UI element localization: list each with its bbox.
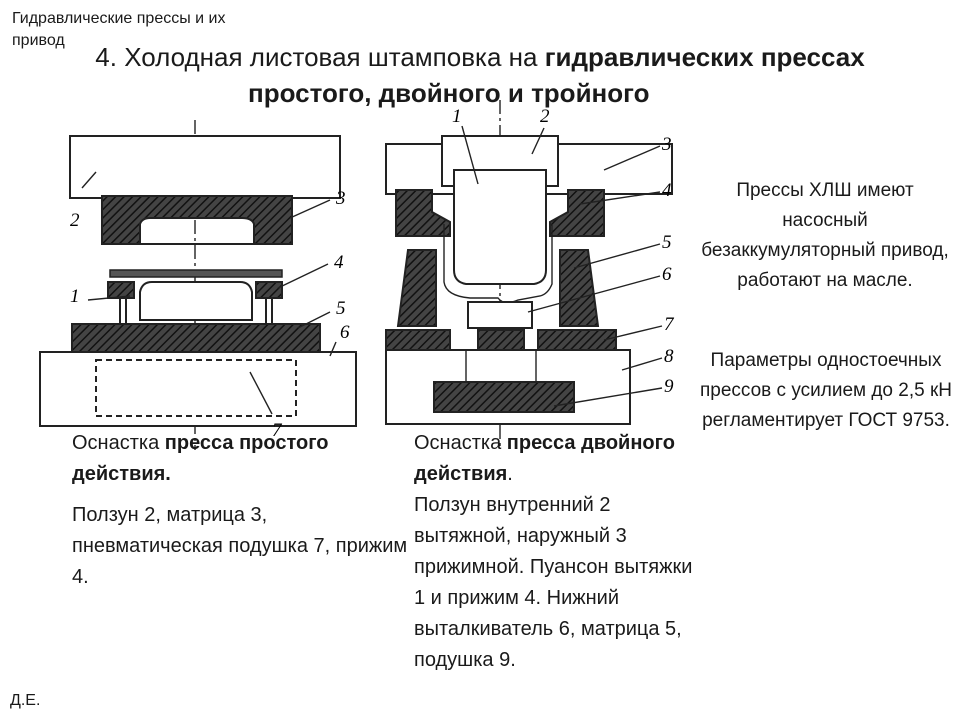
figure-double-action-press: 1 2 3 4 5 6 7 8 9 [385, 100, 675, 450]
label-2: 2 [540, 106, 550, 127]
label-8: 8 [664, 346, 674, 367]
leader-4 [277, 263, 329, 289]
label-9: 9 [664, 376, 674, 397]
label-3: 3 [661, 134, 672, 155]
slide-title-line1: 4. Холодная листовая штамповка на гидрав… [0, 42, 960, 73]
leader-5 [297, 311, 331, 329]
leader-1 [87, 295, 131, 301]
label-6: 6 [662, 264, 672, 285]
title-plain: 4. Холодная листовая штамповка на [95, 42, 545, 72]
caption-single-heading: Оснастка пресса простого действия. [72, 428, 412, 490]
figure-single-action-press: 1 2 3 4 5 6 7 [39, 120, 357, 450]
leader-3 [289, 199, 331, 219]
label-3: 3 [335, 188, 346, 209]
label-7: 7 [272, 420, 283, 441]
caption-single-body: Ползун 2, матрица 3, пневматическая поду… [72, 504, 408, 588]
label-1: 1 [452, 106, 462, 127]
label-6: 6 [340, 322, 350, 343]
caption-single-action: Оснастка пресса простого действия. Ползу… [72, 428, 412, 593]
sheet-blank [109, 269, 283, 278]
leader-8 [621, 357, 663, 371]
label-2: 2 [70, 210, 80, 231]
leader-2 [531, 127, 545, 155]
label-5: 5 [336, 298, 346, 319]
leader-7 [249, 371, 273, 415]
label-7: 7 [664, 314, 675, 335]
leader-6 [527, 275, 661, 313]
punch-part [139, 281, 253, 321]
leader-7 [603, 325, 663, 341]
label-4: 4 [334, 252, 344, 273]
leader-6 [329, 341, 337, 357]
side-note-drive: Прессы ХЛШ имеют насосный безаккумулятор… [701, 180, 949, 291]
caption-double-lead: Оснастка [414, 432, 507, 454]
label-4: 4 [662, 180, 672, 201]
caption-single-lead: Оснастка [72, 432, 165, 454]
leader-5 [573, 243, 661, 269]
caption-double-bold: пресса двойного действия [414, 432, 675, 485]
title-bold: гидравлических прессах [544, 42, 865, 72]
label-1: 1 [70, 286, 80, 307]
holder-4-right [559, 249, 600, 327]
die-center [477, 329, 525, 351]
caption-double-tail: . [507, 463, 513, 485]
topic-header: Гидравлические прессы и их привод [12, 10, 226, 49]
caption-double-body: Ползун внутренний 2 вытяжной, наружный 3… [414, 494, 693, 671]
outer-holder-left-top [395, 189, 451, 237]
slide-part [69, 135, 341, 199]
die-left [385, 329, 451, 351]
author-initials: Д.Е. [10, 692, 41, 709]
cushion-part [95, 359, 297, 417]
leader-3 [603, 145, 661, 171]
die-part [101, 195, 293, 245]
cushion-9 [433, 381, 575, 413]
holder-4-left [396, 249, 437, 327]
side-note-gost: Параметры одностоечных прессов с усилием… [699, 350, 953, 431]
leader-2 [81, 171, 97, 189]
ejector-part [467, 301, 533, 329]
outer-holder-right-top [549, 189, 605, 237]
leader-1 [461, 125, 479, 185]
blank-holder-right [255, 281, 283, 299]
leader-9 [553, 387, 663, 407]
caption-double-action: Оснастка пресса двойного действия. Ползу… [414, 428, 704, 676]
caption-single-bold: пресса простого действия. [72, 432, 329, 485]
blank-holder-left [107, 281, 135, 299]
label-5: 5 [662, 232, 672, 253]
slide-title-line2: простого, двойного и тройного [248, 78, 650, 108]
leader-4 [579, 191, 661, 205]
draw-punch [453, 169, 547, 285]
bolster-plate [71, 323, 321, 353]
